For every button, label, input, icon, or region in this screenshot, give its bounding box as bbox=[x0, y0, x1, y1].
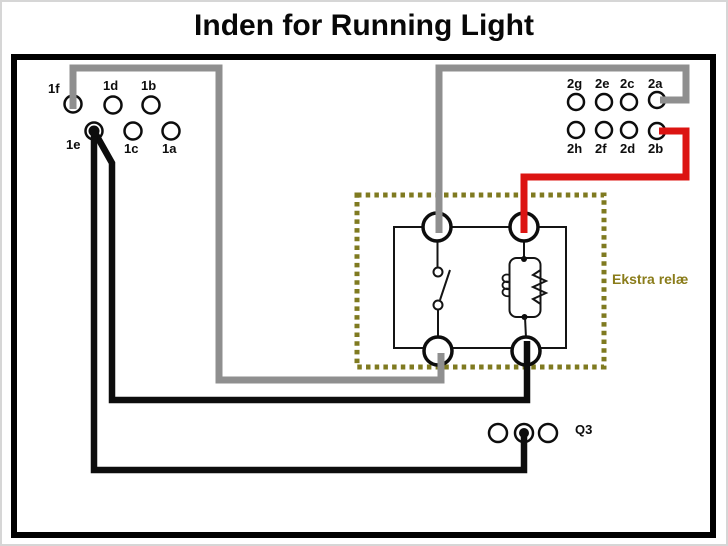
junction-dot-1e bbox=[88, 125, 100, 137]
pin-label-1e: 1e bbox=[66, 137, 81, 152]
left-connector-pins bbox=[63, 94, 181, 141]
pin-label-2g: 2g bbox=[567, 76, 583, 91]
relay-terminals bbox=[421, 211, 542, 367]
pin-2c bbox=[619, 92, 639, 112]
junction-dot-q3-middle bbox=[519, 428, 529, 438]
right-connector-pins bbox=[566, 90, 667, 141]
pin-label-2c: 2c bbox=[620, 76, 635, 91]
coil-winding-squiggle bbox=[501, 273, 511, 298]
pin-2g bbox=[566, 92, 586, 112]
pin-1a bbox=[161, 121, 181, 141]
wire-gray-relay-to-2a bbox=[435, 64, 690, 233]
pin-label-1c: 1c bbox=[124, 141, 139, 156]
pin-label-1b: 1b bbox=[141, 78, 157, 93]
pin-2f bbox=[594, 120, 614, 140]
pin-q3-left bbox=[487, 422, 509, 444]
pin-2e bbox=[594, 92, 614, 112]
pin-label-2b: 2b bbox=[648, 141, 664, 156]
pin-1d bbox=[103, 95, 123, 115]
pin-label-2f: 2f bbox=[595, 141, 607, 156]
relay-dashed-border bbox=[354, 192, 607, 370]
wire-red-2b-to-relay bbox=[520, 127, 690, 233]
pin-q3-right bbox=[537, 422, 559, 444]
relay-label: Ekstra relæ bbox=[612, 271, 689, 287]
pin-2d bbox=[619, 120, 639, 140]
pin-1c bbox=[123, 121, 143, 141]
relay-coil-symbol bbox=[501, 241, 549, 339]
pin-label-2a: 2a bbox=[648, 76, 663, 91]
wire-black-q3-to-1e bbox=[90, 131, 528, 474]
pin-label-2d: 2d bbox=[620, 141, 636, 156]
page-title: Inden for Running Light bbox=[194, 9, 534, 42]
relay-inner-box bbox=[393, 226, 567, 349]
q3-connector-pins bbox=[487, 422, 559, 444]
relay-switch-contact-symbol bbox=[432, 241, 451, 338]
pin-label-2h: 2h bbox=[567, 141, 583, 156]
diagram-frame bbox=[11, 54, 716, 538]
pin-label-2e: 2e bbox=[595, 76, 610, 91]
q3-label: Q3 bbox=[575, 422, 593, 437]
parallel-resistor-zigzag bbox=[530, 269, 549, 305]
pin-2h bbox=[566, 120, 586, 140]
pin-label-1f: 1f bbox=[48, 81, 60, 96]
pin-1b bbox=[141, 95, 161, 115]
pin-label-1a: 1a bbox=[162, 141, 177, 156]
wire-gray-1f-to-relay bbox=[69, 64, 445, 384]
pin-label-1d: 1d bbox=[103, 78, 119, 93]
wire-black-relay-to-1e bbox=[91, 129, 531, 404]
